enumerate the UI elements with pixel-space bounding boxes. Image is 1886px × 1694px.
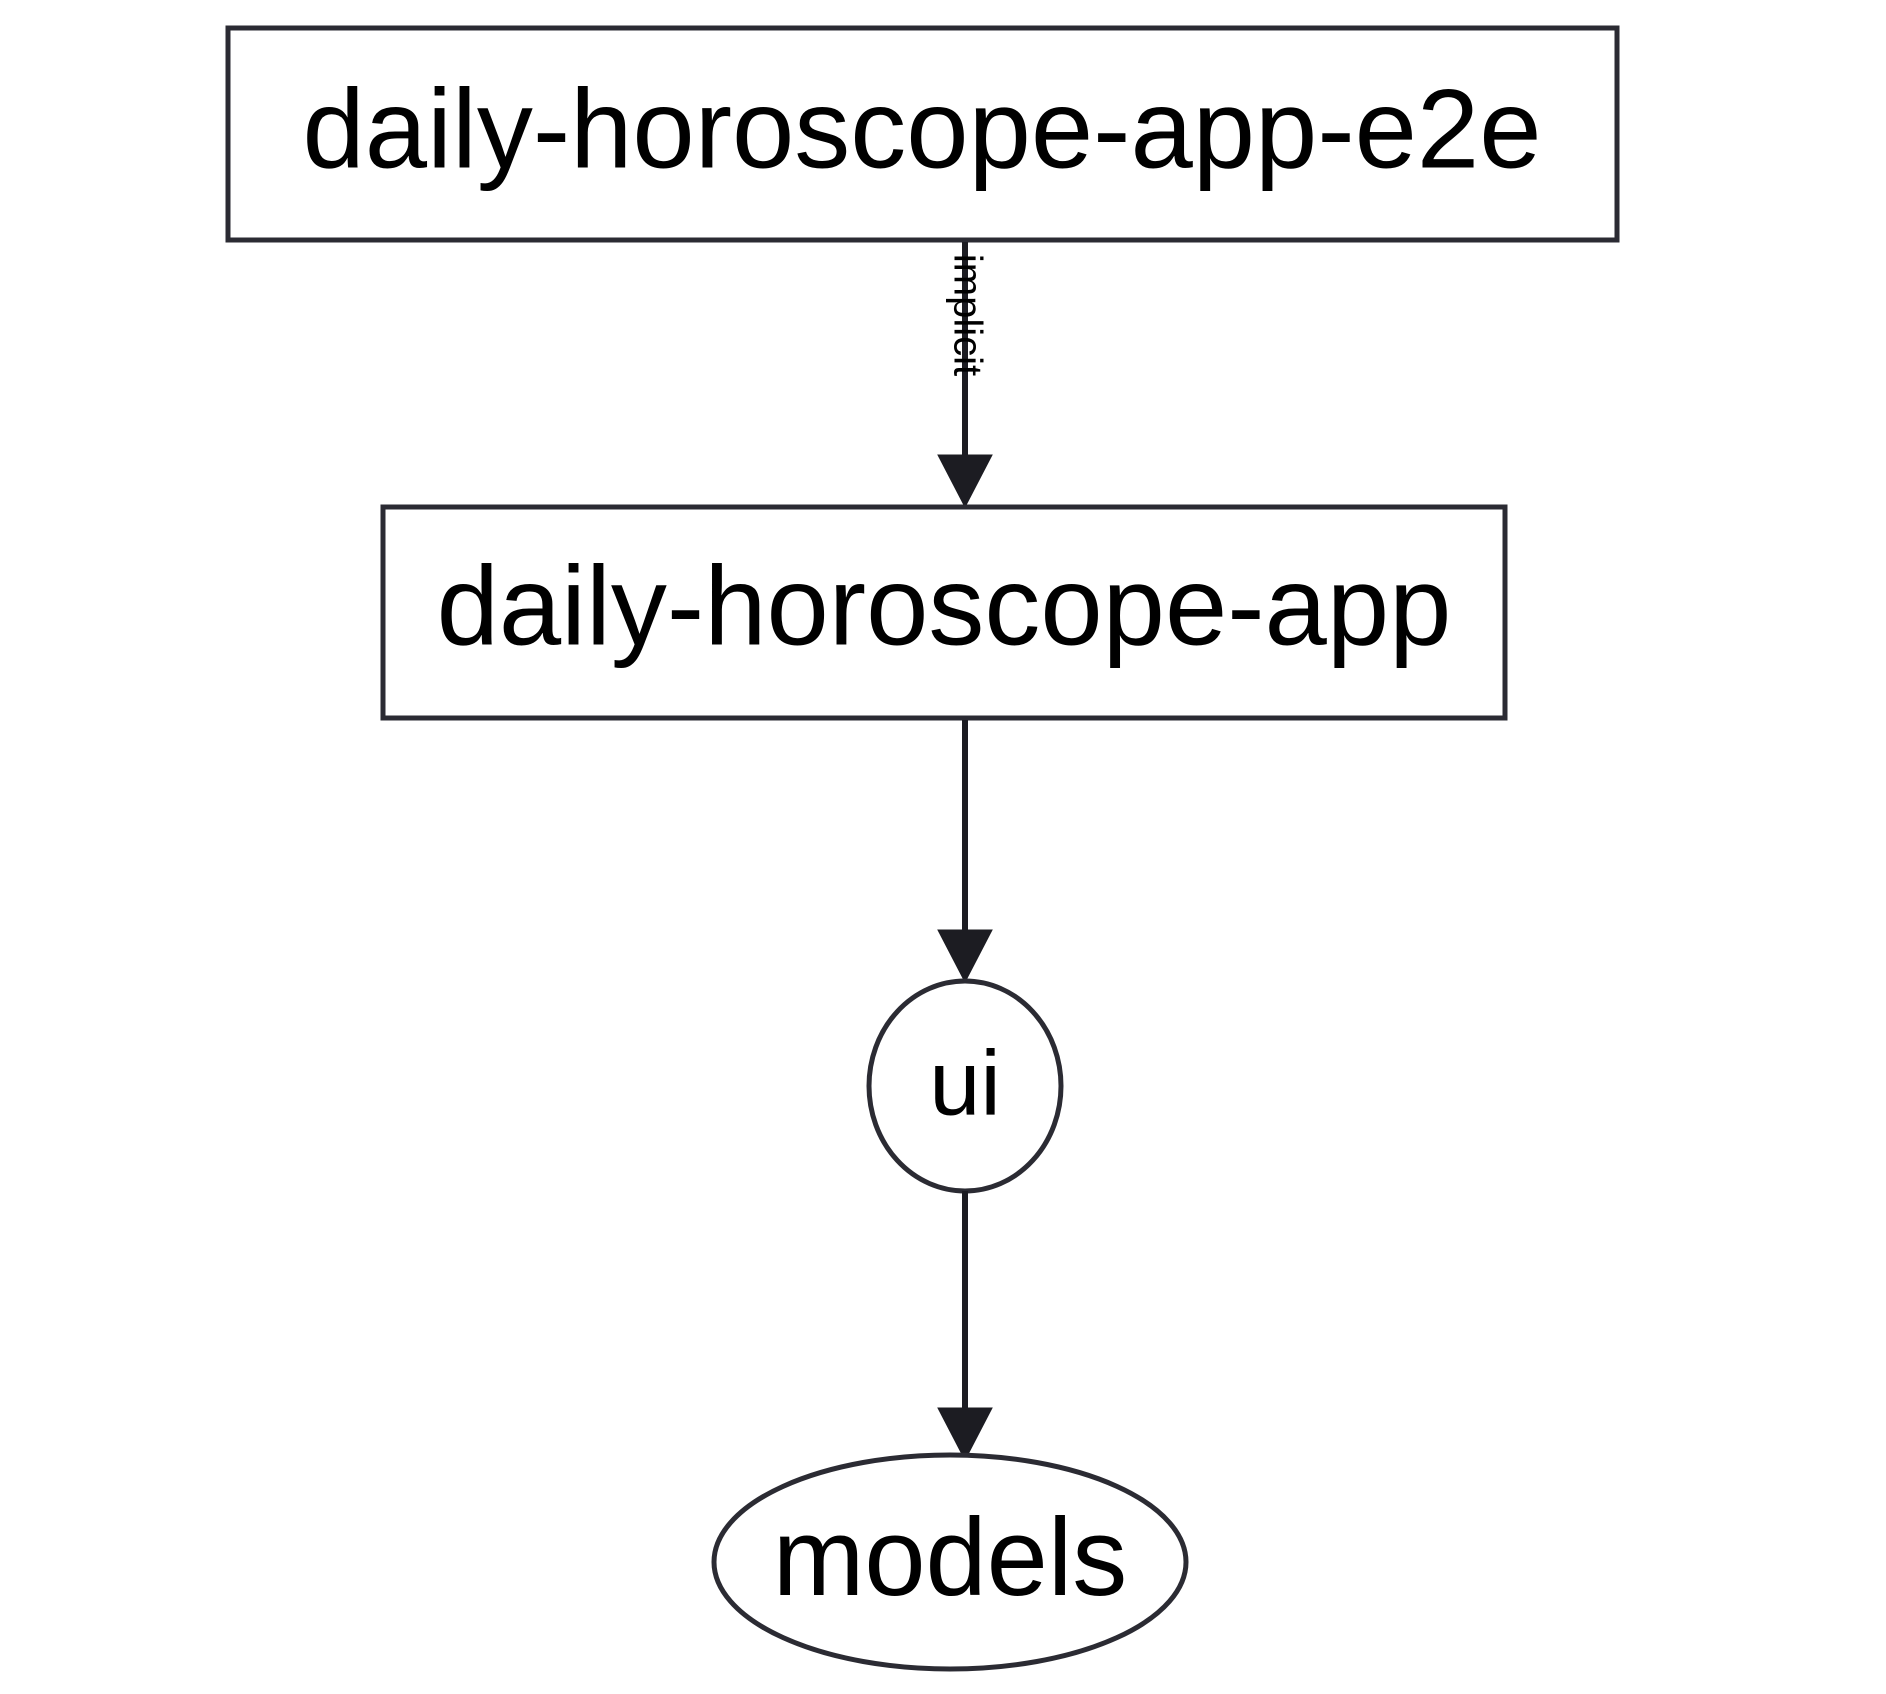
node-label-e2e: daily-horoscope-app-e2e xyxy=(303,67,1542,192)
node-rect-app[interactable] xyxy=(380,504,1508,721)
arrowhead-icon xyxy=(937,1407,993,1462)
node-rect-e2e[interactable] xyxy=(225,25,1620,243)
node-daily-horoscope-app-e2e[interactable]: daily-horoscope-app-e2e xyxy=(225,25,1620,243)
node-ellipse-models[interactable] xyxy=(711,1452,1189,1672)
node-label-app: daily-horoscope-app xyxy=(437,544,1452,669)
node-label-models: models xyxy=(773,1496,1128,1619)
edge-e2e-to-app: implicit xyxy=(937,242,993,509)
edge-app-to-ui xyxy=(937,720,993,984)
arrowhead-icon xyxy=(937,454,993,509)
edge-label-implicit: implicit xyxy=(945,254,989,376)
edge-ui-to-models xyxy=(937,1191,993,1462)
node-daily-horoscope-app[interactable]: daily-horoscope-app xyxy=(380,504,1508,721)
node-ui[interactable]: ui xyxy=(866,978,1064,1194)
node-models[interactable]: models xyxy=(711,1452,1189,1672)
arrowhead-icon xyxy=(937,929,993,984)
node-label-ui: ui xyxy=(929,1032,1001,1134)
